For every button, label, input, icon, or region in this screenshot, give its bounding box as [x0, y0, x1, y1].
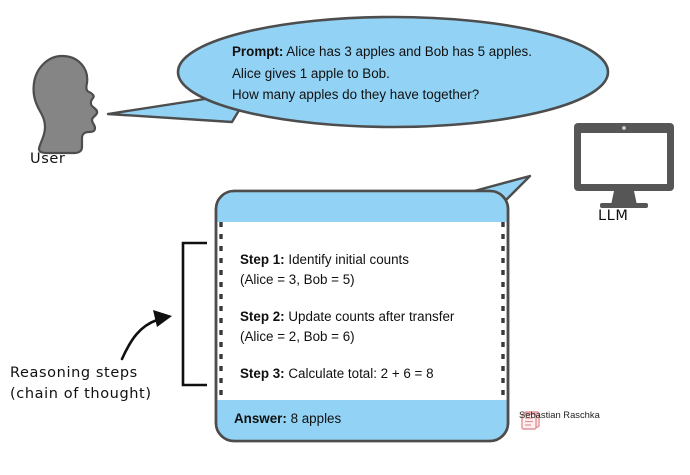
prompt-bubble-text: Prompt: Alice has 3 apples and Bob has 5…	[232, 41, 592, 106]
step-2-detail: (Alice = 2, Bob = 6)	[240, 329, 355, 344]
reasoning-annotation-line-1: Reasoning steps	[10, 365, 138, 381]
step-2-rest: Update counts after transfer	[284, 309, 455, 324]
reasoning-annotation-label: Reasoning steps (chain of thought)	[10, 363, 152, 405]
step-3: Step 3: Calculate total: 2 + 6 = 8	[240, 364, 502, 384]
head-silhouette-icon	[32, 54, 99, 155]
square-bracket-icon	[181, 241, 207, 387]
step-3-bold: Step 3:	[240, 366, 285, 381]
llm-label: LLM	[598, 208, 629, 224]
prompt-line-1-rest: Alice has 3 apples and Bob has 5 apples.	[283, 44, 532, 59]
curved-arrow-icon	[120, 310, 172, 361]
step-1: Step 1: Identify initial counts (Alice =…	[240, 250, 502, 290]
monitor-icon	[574, 123, 674, 208]
step-1-rest: Identify initial counts	[284, 252, 409, 267]
response-box-tail	[450, 174, 532, 216]
step-1-detail: (Alice = 3, Bob = 5)	[240, 272, 355, 287]
step-1-line: Step 1: Identify initial counts	[240, 250, 502, 270]
step-2-bold: Step 2:	[240, 309, 285, 324]
prompt-bubble-tail	[106, 90, 252, 124]
answer-value: 8 apples	[286, 411, 342, 426]
answer-line: Answer: 8 apples	[234, 411, 341, 426]
prompt-line-1: Prompt: Alice has 3 apples and Bob has 5…	[232, 41, 592, 63]
prompt-line-1-bold: Prompt:	[232, 44, 284, 59]
prompt-line-3: How many apples do they have together?	[232, 87, 480, 102]
reasoning-steps-text: Step 1: Identify initial counts (Alice =…	[240, 250, 502, 384]
user-label: User	[30, 151, 66, 167]
step-3-line: Step 3: Calculate total: 2 + 6 = 8	[240, 364, 502, 384]
step-2-line: Step 2: Update counts after transfer	[240, 307, 502, 327]
reasoning-annotation-line-2: (chain of thought)	[10, 386, 152, 402]
answer-label: Answer:	[234, 411, 287, 426]
watermark-author-name: Sebastian Raschka	[519, 409, 600, 420]
step-2: Step 2: Update counts after transfer (Al…	[240, 307, 502, 347]
step-3-rest: Calculate total: 2 + 6 = 8	[284, 366, 434, 381]
prompt-line-2: Alice gives 1 apple to Bob.	[232, 65, 390, 81]
step-1-bold: Step 1:	[240, 252, 285, 267]
watermark: Sebastian Raschka	[519, 409, 600, 420]
